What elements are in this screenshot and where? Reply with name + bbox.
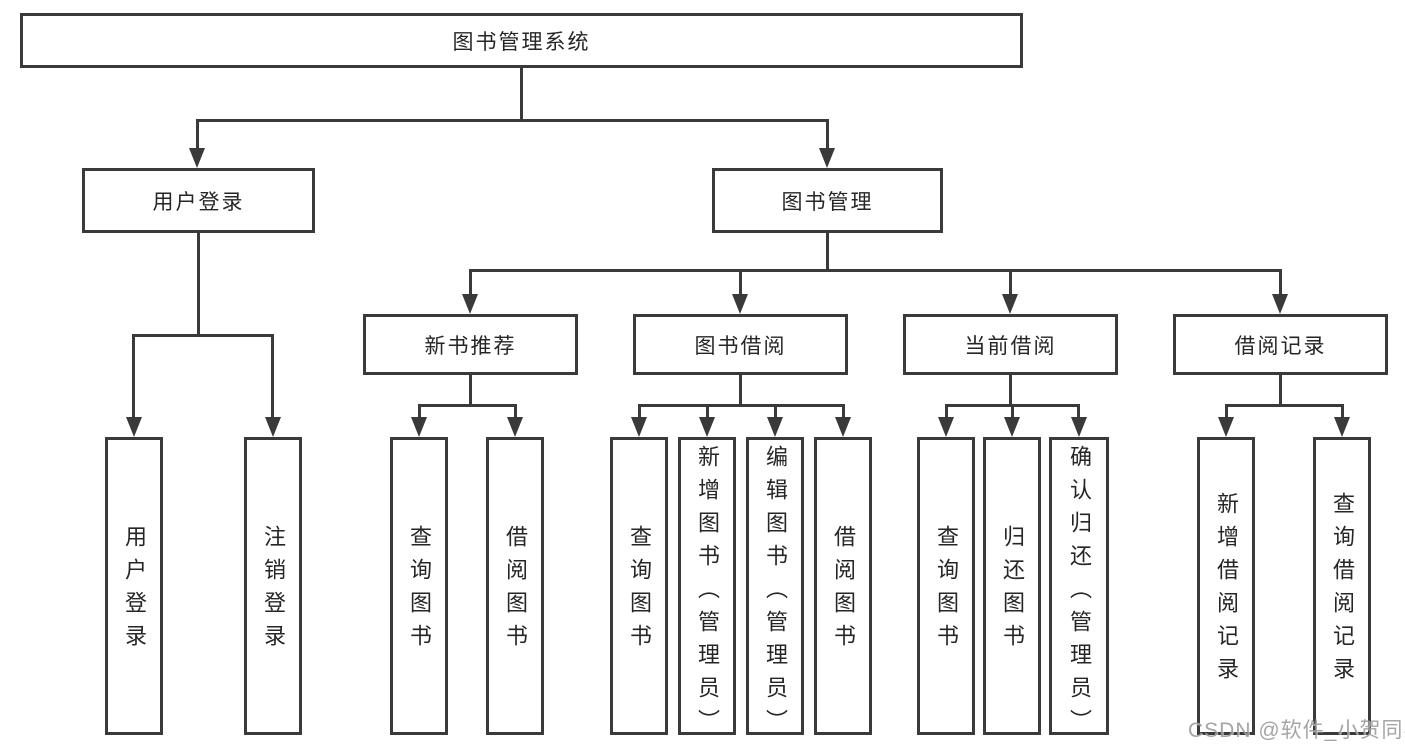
node-user-login: 用户登录 <box>82 168 315 233</box>
arrow-down-icon <box>819 148 835 168</box>
arrow-down-icon <box>938 417 954 437</box>
node-leaf-edit-book-admin: 编辑图书（管理员） <box>746 437 804 742</box>
connector-line <box>1279 373 1282 406</box>
connector-line <box>469 269 472 294</box>
arrow-down-icon <box>699 417 715 437</box>
node-leaf-query-books-borrow-label: 查询图书 <box>627 525 652 657</box>
node-leaf-logout-label: 注销登录 <box>261 525 286 657</box>
node-leaf-add-book-admin-label: 新增图书（管理员） <box>695 445 720 742</box>
connector-line <box>826 231 829 272</box>
node-leaf-user-login: 用户登录 <box>105 437 163 735</box>
arrow-down-icon <box>732 294 748 314</box>
node-leaf-borrow-books: 借阅图书 <box>814 437 872 735</box>
connector-line <box>638 404 641 417</box>
node-library-system: 图书管理系统 <box>20 13 1023 68</box>
connector-line <box>469 269 1282 272</box>
arrow-down-icon <box>1004 417 1020 437</box>
node-book-borrowing-label: 图书借阅 <box>694 334 787 358</box>
node-leaf-borrow-books-recommend: 借阅图书 <box>486 437 544 735</box>
connector-line <box>1341 404 1344 417</box>
watermark: CSDN @软件_小贺同学 <box>1188 719 1405 742</box>
node-leaf-query-books-recommend-label: 查询图书 <box>407 525 432 657</box>
node-leaf-confirm-return-admin-label: 确认归还（管理员） <box>1067 445 1092 742</box>
connector-line <box>706 404 709 417</box>
connector-line <box>196 119 829 122</box>
arrow-down-icon <box>1334 417 1350 437</box>
node-leaf-query-books-current: 查询图书 <box>917 437 975 735</box>
connector-line <box>1225 404 1228 417</box>
node-borrowing-records: 借阅记录 <box>1173 314 1388 375</box>
node-leaf-query-borrow-record-label: 查询借阅记录 <box>1330 492 1355 690</box>
node-leaf-query-books-current-label: 查询图书 <box>934 525 959 657</box>
node-leaf-borrow-books-label: 借阅图书 <box>831 525 856 657</box>
node-leaf-edit-book-admin-label: 编辑图书（管理员） <box>763 445 788 742</box>
arrow-down-icon <box>462 294 478 314</box>
arrow-down-icon <box>1272 294 1288 314</box>
node-leaf-add-borrow-record-label: 新增借阅记录 <box>1214 492 1239 690</box>
node-user-login-label: 用户登录 <box>152 190 245 214</box>
arrow-down-icon <box>835 417 851 437</box>
arrow-down-icon <box>631 417 647 437</box>
arrow-down-icon <box>265 417 281 437</box>
node-leaf-user-login-label: 用户登录 <box>122 525 147 657</box>
connector-line <box>1009 373 1012 406</box>
node-new-book-recommendation: 新书推荐 <box>363 314 578 375</box>
connector-line <box>132 334 135 417</box>
node-leaf-confirm-return-admin: 确认归还（管理员） <box>1049 437 1109 742</box>
node-leaf-query-books-borrow: 查询图书 <box>610 437 668 735</box>
node-current-borrowing: 当前借阅 <box>903 314 1118 375</box>
arrow-down-icon <box>1218 417 1234 437</box>
node-leaf-borrow-books-recommend-label: 借阅图书 <box>503 525 528 657</box>
node-borrowing-records-label: 借阅记录 <box>1234 334 1327 358</box>
connector-line <box>739 269 742 294</box>
connector-line <box>418 404 421 417</box>
connector-line <box>1011 404 1014 417</box>
connector-line <box>1009 269 1012 294</box>
arrow-down-icon <box>1002 294 1018 314</box>
arrow-down-icon <box>189 148 205 168</box>
connector-line <box>514 404 517 417</box>
node-book-management-label: 图书管理 <box>781 190 874 214</box>
node-new-book-recommendation-label: 新书推荐 <box>424 334 517 358</box>
arrow-down-icon <box>126 417 142 437</box>
node-book-borrowing: 图书借阅 <box>633 314 848 375</box>
connector-line <box>197 231 200 336</box>
connector-line <box>739 373 742 406</box>
node-leaf-add-borrow-record: 新增借阅记录 <box>1197 437 1255 735</box>
connector-line <box>1279 269 1282 294</box>
node-leaf-return-books: 归还图书 <box>983 437 1041 735</box>
connector-line <box>271 334 274 417</box>
connector-line <box>826 119 829 148</box>
connector-line <box>842 404 845 417</box>
arrow-down-icon <box>411 417 427 437</box>
connector-line <box>1077 404 1080 417</box>
node-current-borrowing-label: 当前借阅 <box>964 334 1057 358</box>
node-leaf-return-books-label: 归还图书 <box>1000 525 1025 657</box>
connector-line <box>1225 404 1344 407</box>
node-leaf-query-borrow-record: 查询借阅记录 <box>1313 437 1371 735</box>
connector-line <box>638 404 845 407</box>
connector-line <box>418 404 517 407</box>
node-leaf-query-books-recommend: 查询图书 <box>390 437 448 735</box>
connector-line <box>196 119 199 148</box>
connector-line <box>469 373 472 406</box>
connector-line <box>520 66 523 121</box>
node-book-management: 图书管理 <box>712 168 943 233</box>
connector-line <box>132 334 274 337</box>
arrow-down-icon <box>767 417 783 437</box>
arrow-down-icon <box>1071 417 1087 437</box>
node-library-system-label: 图书管理系统 <box>452 30 591 54</box>
arrow-down-icon <box>507 417 523 437</box>
node-leaf-add-book-admin: 新增图书（管理员） <box>678 437 736 742</box>
connector-line <box>945 404 948 417</box>
connector-line <box>774 404 777 417</box>
node-leaf-logout: 注销登录 <box>244 437 302 735</box>
